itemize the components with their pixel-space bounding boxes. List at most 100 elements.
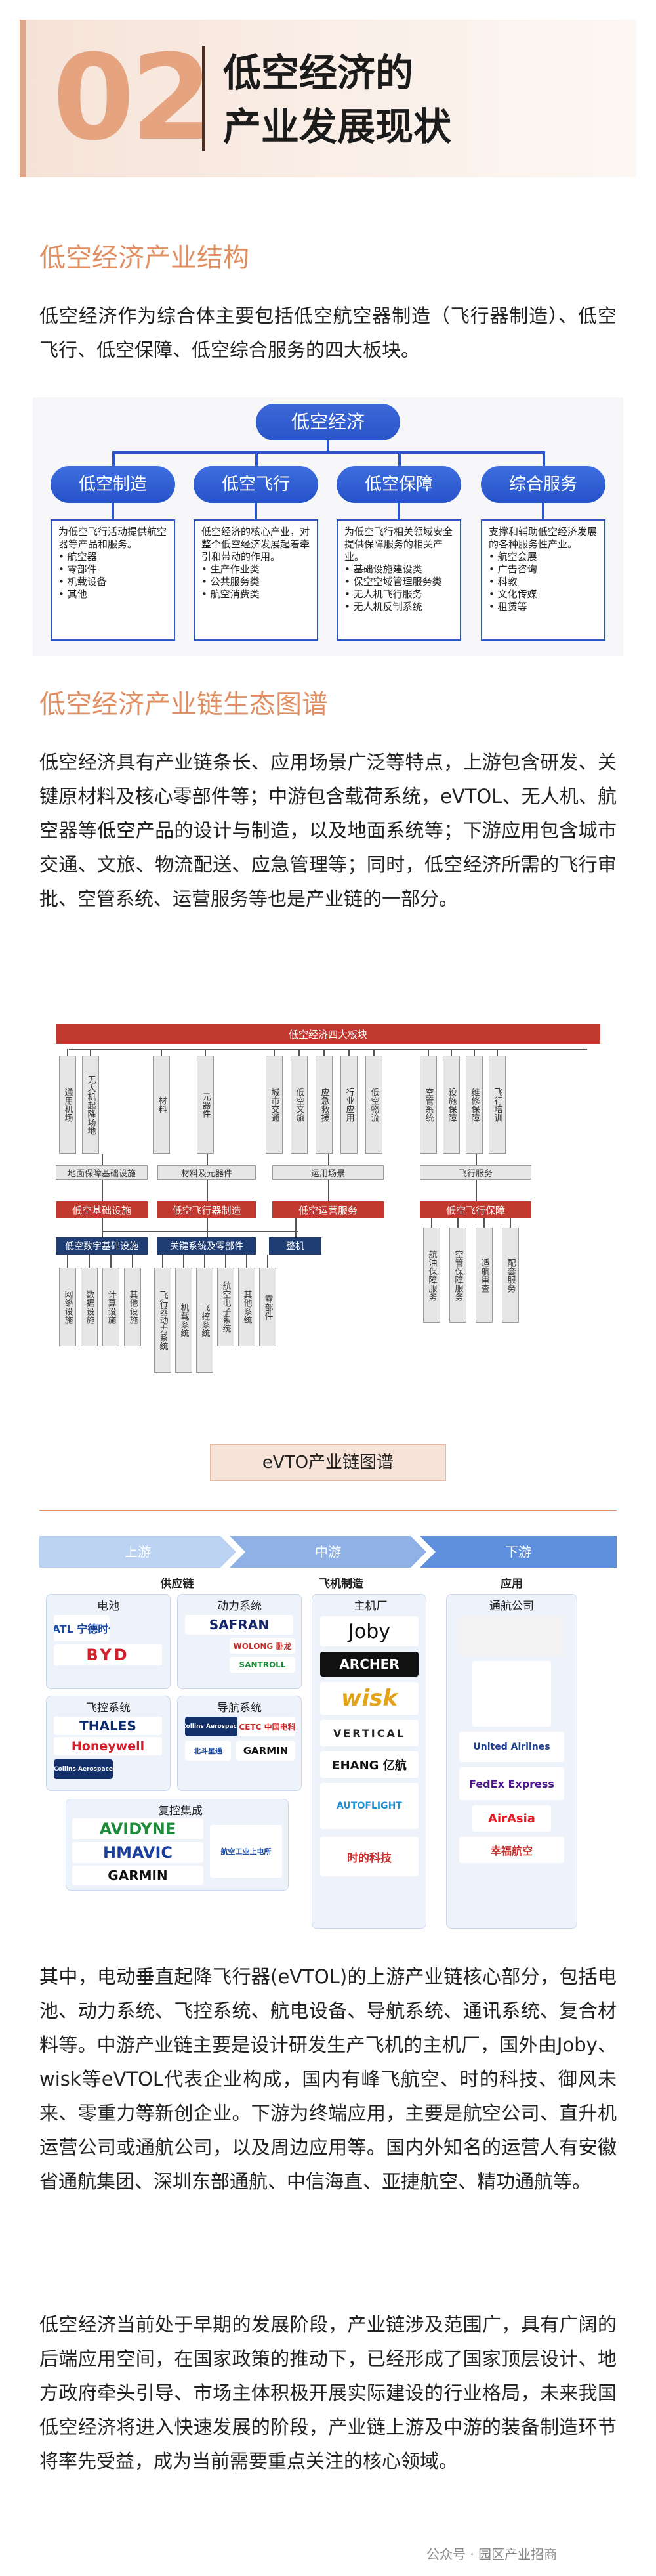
branch-item: 航空器 — [58, 551, 167, 563]
connector-line — [457, 1218, 459, 1228]
connector-line — [328, 1154, 329, 1165]
logo-beidou: 北斗星通 — [185, 1741, 231, 1761]
branch-desc: 低空经济的核心产业，对整个低空经济发展起着牵引和带动的作用。 — [201, 526, 310, 563]
group-label-operators: 通航公司 — [489, 1600, 534, 1613]
connector-line — [298, 1049, 300, 1056]
stage-downstream: 下游 — [420, 1536, 617, 1568]
mid-label: 材料及元器件 — [157, 1165, 256, 1180]
top-item: 空管系统 — [420, 1056, 437, 1154]
connector-line — [323, 1049, 325, 1056]
connector-line — [348, 1049, 350, 1056]
logo-ehang: EHANG 亿航 — [320, 1751, 419, 1778]
bottom-item: 航空电子系统 — [217, 1268, 234, 1346]
connector-line — [246, 1255, 247, 1268]
branch-item: 广告咨询 — [489, 563, 598, 576]
connector-line — [67, 1255, 68, 1268]
midstream-caption: 飞机制造 — [319, 1578, 363, 1591]
section-header: 02 低空经济的 产业发展现状 — [20, 20, 636, 177]
top-item: 飞行培训 — [489, 1056, 506, 1154]
connector-line — [267, 1255, 268, 1268]
branch-desc: 支撑和辅助低空经济发展的各种服务性产业。 — [489, 526, 598, 550]
logo-panda-airline — [472, 1661, 551, 1727]
logo-honeywell: Honeywell — [54, 1737, 162, 1755]
logo-wisk: wisk — [320, 1682, 419, 1715]
branch-item: 航空会展 — [489, 551, 598, 563]
bottom-item: 飞行器动力系统 — [154, 1268, 171, 1373]
group-label-flight-control: 飞控系统 — [86, 1702, 131, 1715]
connector-line — [207, 1180, 208, 1201]
connector-line — [102, 1231, 298, 1232]
group-label-navigation: 导航系统 — [217, 1702, 262, 1715]
connector-line — [162, 1255, 163, 1268]
logo-vertical: VERTICAL — [320, 1720, 419, 1746]
top-item: 低空文旅 — [291, 1056, 308, 1154]
bottom-item: 配套服务 — [502, 1228, 519, 1323]
connector-line — [110, 1255, 112, 1268]
logo-avic: 航空工业上电所 — [210, 1825, 282, 1878]
top-item: 材料 — [153, 1056, 170, 1154]
bottom-item: 空管保障服务 — [449, 1228, 466, 1323]
connector-line — [225, 1255, 226, 1268]
connector-line — [161, 1049, 162, 1056]
bottom-item: 零部件 — [259, 1268, 276, 1346]
connector-line — [89, 1255, 90, 1268]
sector-bar: 低空运营服务 — [272, 1201, 384, 1218]
root-node: 低空经济 — [256, 404, 400, 440]
evtol-paragraph: 其中，电动垂直起降飞行器(eVTOL)的上游产业链核心部分，包括电池、动力系统、… — [39, 1965, 617, 2193]
logo-airasia: AirAsia — [472, 1805, 551, 1832]
connector-line — [102, 1154, 103, 1165]
header-divider — [202, 46, 205, 151]
branch-item: 文化传媒 — [489, 588, 598, 601]
evtol-badge: eVTO产业链图谱 — [210, 1444, 446, 1481]
connector-line — [476, 1154, 477, 1165]
branch-0: 低空制造 — [51, 466, 175, 503]
branch-item: 无人机飞行服务 — [344, 588, 453, 601]
group-label-battery: 电池 — [97, 1600, 119, 1613]
logo-safran: SAFRAN — [185, 1615, 293, 1635]
branch-desc: 为低空飞行相关领域安全提供保障服务的相关产业。 — [344, 526, 453, 563]
connector-line — [483, 1218, 485, 1228]
connector-line — [295, 1218, 297, 1237]
connector-line — [102, 1218, 103, 1237]
top-item: 设施保障 — [443, 1056, 460, 1154]
logo-tcab: 时的科技 — [320, 1837, 419, 1876]
sector-bar: 低空飞行保障 — [420, 1201, 531, 1218]
top-item: 通用机场 — [59, 1056, 76, 1154]
connector-line — [451, 1049, 452, 1056]
branch-item: 无人机反制系统 — [344, 601, 453, 613]
group-label-oem: 主机厂 — [354, 1600, 388, 1613]
heading-ecosystem: 低空经济产业链生态图谱 — [39, 689, 328, 719]
logo-cetc: CETC 中国电科 — [239, 1717, 295, 1736]
connector-line — [474, 1049, 475, 1056]
branch-item: 基础设施建设类 — [344, 563, 453, 576]
group-label-power: 动力系统 — [217, 1600, 262, 1613]
logo-hmavic: HMAVIC — [72, 1842, 203, 1863]
conclusion-paragraph: 低空经济当前处于早期的发展阶段，产业链涉及范围广，具有广阔的后端应用空间，在国家… — [39, 2313, 617, 2472]
mid-label: 飞行服务 — [420, 1165, 531, 1180]
connector-line — [510, 1218, 511, 1228]
top-item: 城市交通 — [266, 1056, 283, 1154]
branch-item: 机载设备 — [58, 576, 167, 588]
branch-3: 综合服务 — [481, 466, 605, 503]
connector-line — [90, 1049, 91, 1056]
logo-archer: ARCHER — [320, 1652, 419, 1677]
connector-line — [274, 1049, 275, 1056]
sector-bar: 低空飞行器制造 — [157, 1201, 256, 1218]
branch-item: 租赁等 — [489, 601, 598, 613]
group-battery — [46, 1594, 171, 1689]
logo-catl: CATL 宁德时代 — [54, 1615, 110, 1641]
branch-card-0: 为低空飞行活动提供航空器等产品和服务。航空器零部件机载设备其他 — [51, 519, 175, 641]
top-item: 元器件 — [197, 1056, 214, 1154]
top-item: 低空物流 — [365, 1056, 382, 1154]
connector-line — [207, 1154, 208, 1165]
section-number: 02 — [52, 30, 213, 167]
navy-bar: 整机 — [269, 1237, 321, 1255]
bottom-item: 适航审查 — [476, 1228, 493, 1323]
connector-line — [428, 1049, 429, 1056]
logo-thales: THALES — [54, 1717, 162, 1735]
branch-item: 零部件 — [58, 563, 167, 576]
connector-line — [132, 1255, 133, 1268]
four-sector-chart: 低空经济四大板块 通用机场无人机起降场地材料元器件城市交通低空文旅应急救援行业应… — [56, 1024, 600, 1388]
downstream-caption: 应用 — [501, 1578, 523, 1591]
branch-card-2: 为低空飞行相关领域安全提供保障服务的相关产业。基础设施建设类保空空域管理服务类无… — [337, 519, 461, 641]
